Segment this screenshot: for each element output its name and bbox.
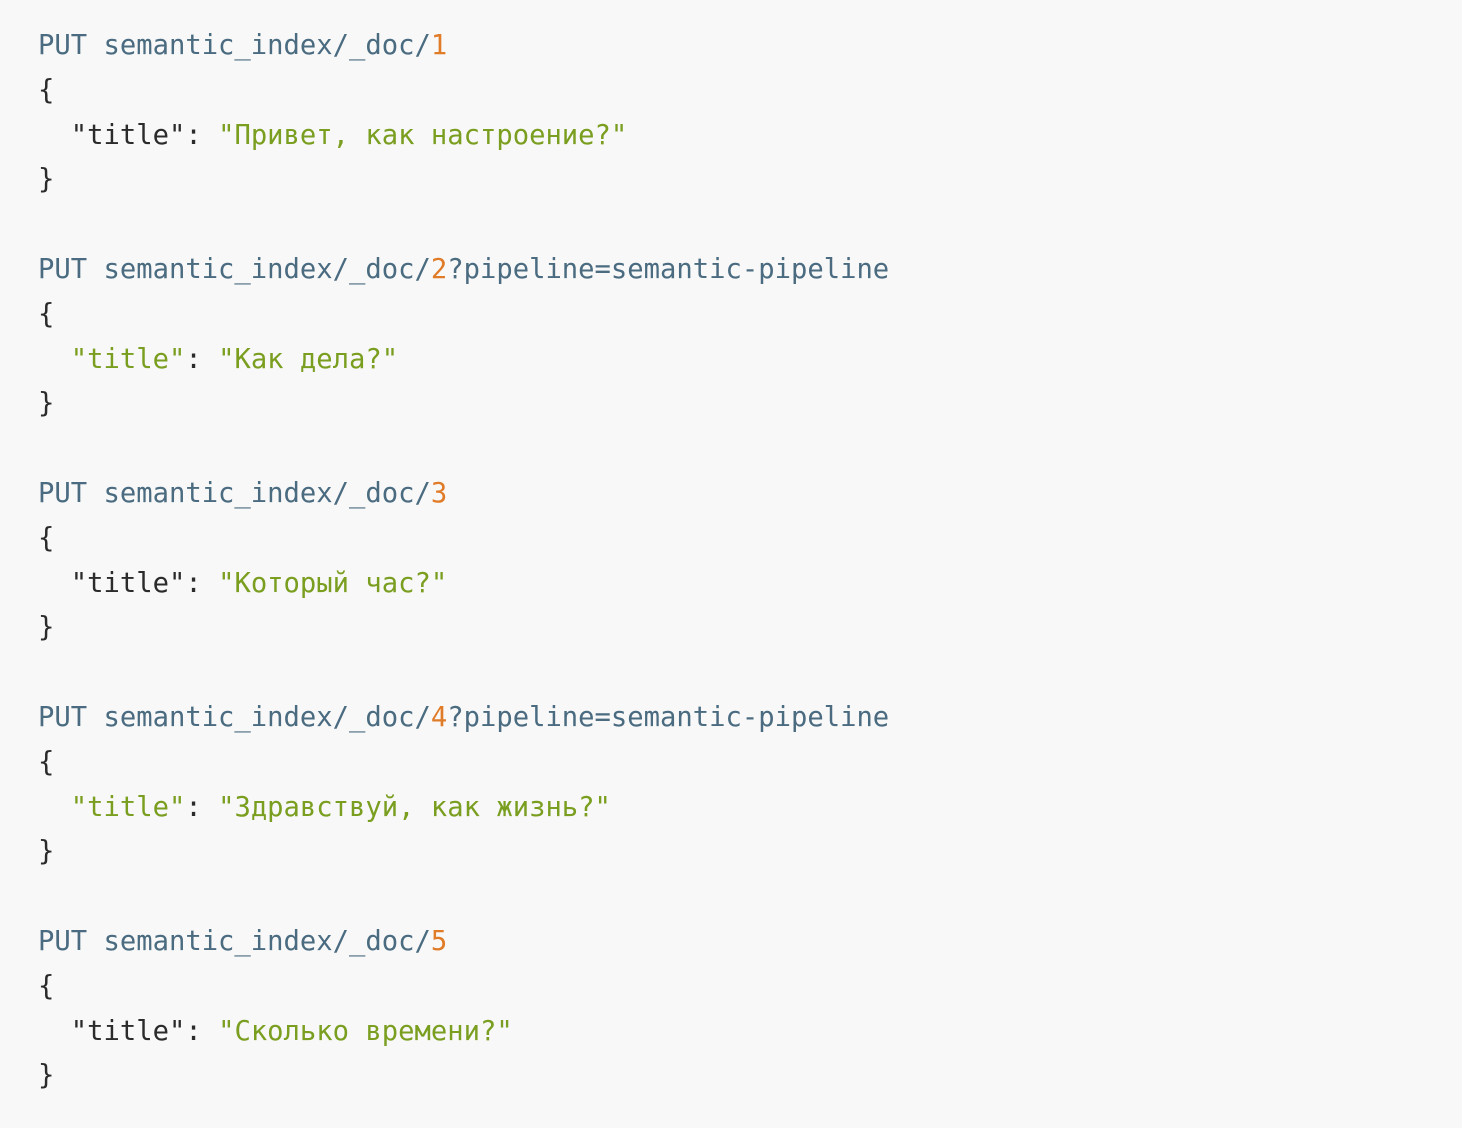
open-brace: {: [38, 746, 55, 778]
json-colon: :: [185, 791, 219, 823]
open-brace: {: [38, 522, 55, 554]
query-string: ?pipeline=semantic-pipeline: [447, 701, 890, 733]
request-path: semantic_index/_doc/: [103, 253, 431, 285]
json-colon: :: [185, 567, 219, 599]
close-brace: }: [38, 612, 55, 644]
open-brace: {: [38, 74, 55, 106]
doc-id: 2: [430, 253, 448, 285]
close-brace: }: [38, 388, 55, 420]
json-value: "Привет, как настроение?": [218, 119, 628, 151]
request-line: PUT semantic_index/_doc/2?pipeline=seman…: [38, 248, 889, 293]
body-line: "title": "Привет, как настроение?": [38, 114, 889, 159]
json-value: "Который час?": [218, 567, 448, 599]
json-key: "title": [70, 119, 186, 151]
close-brace: }: [38, 836, 55, 868]
blank-line: [38, 651, 889, 696]
json-value: "Здравствуй, как жизнь?": [218, 791, 611, 823]
doc-id: 4: [430, 701, 448, 733]
json-value: "Как дела?": [218, 343, 399, 375]
open-brace: {: [38, 298, 55, 330]
json-key: "title": [70, 567, 186, 599]
close-brace: }: [38, 164, 55, 196]
request-path: semantic_index/_doc/: [103, 30, 431, 61]
doc-id: 1: [430, 30, 448, 61]
query-string: ?pipeline=semantic-pipeline: [447, 253, 890, 285]
doc-id: 3: [430, 477, 448, 509]
json-key: "title": [70, 791, 186, 823]
json-value: "Сколько времени?": [218, 1015, 513, 1047]
http-method: PUT: [38, 701, 88, 733]
open-brace: {: [38, 970, 55, 1002]
request-line: PUT semantic_index/_doc/4?pipeline=seman…: [38, 696, 889, 741]
http-method: PUT: [38, 925, 88, 957]
close-brace: }: [38, 1060, 55, 1092]
body-line: "title": "Который час?": [38, 562, 889, 607]
request-path: semantic_index/_doc/: [103, 701, 431, 733]
request-line: PUT semantic_index/_doc/5: [38, 920, 889, 965]
json-key: "title": [70, 1015, 186, 1047]
request-line: PUT semantic_index/_doc/1: [38, 24, 889, 69]
body-line: "title": "Здравствуй, как жизнь?": [38, 786, 889, 831]
http-method: PUT: [38, 30, 88, 61]
blank-line: [38, 875, 889, 920]
json-key: "title": [70, 343, 186, 375]
body-line: "title": "Сколько времени?": [38, 1010, 889, 1055]
json-colon: :: [185, 119, 219, 151]
request-path: semantic_index/_doc/: [103, 477, 431, 509]
blank-line: [38, 427, 889, 472]
json-colon: :: [185, 343, 219, 375]
blank-line: [38, 203, 889, 248]
json-colon: :: [185, 1015, 219, 1047]
request-path: semantic_index/_doc/: [103, 925, 431, 957]
request-line: PUT semantic_index/_doc/3: [38, 472, 889, 517]
code-block: PUT semantic_index/_doc/1 { "title": "При…: [38, 24, 889, 1099]
http-method: PUT: [38, 477, 88, 509]
doc-id: 5: [430, 925, 448, 957]
body-line: "title": "Как дела?": [38, 338, 889, 383]
http-method: PUT: [38, 253, 88, 285]
